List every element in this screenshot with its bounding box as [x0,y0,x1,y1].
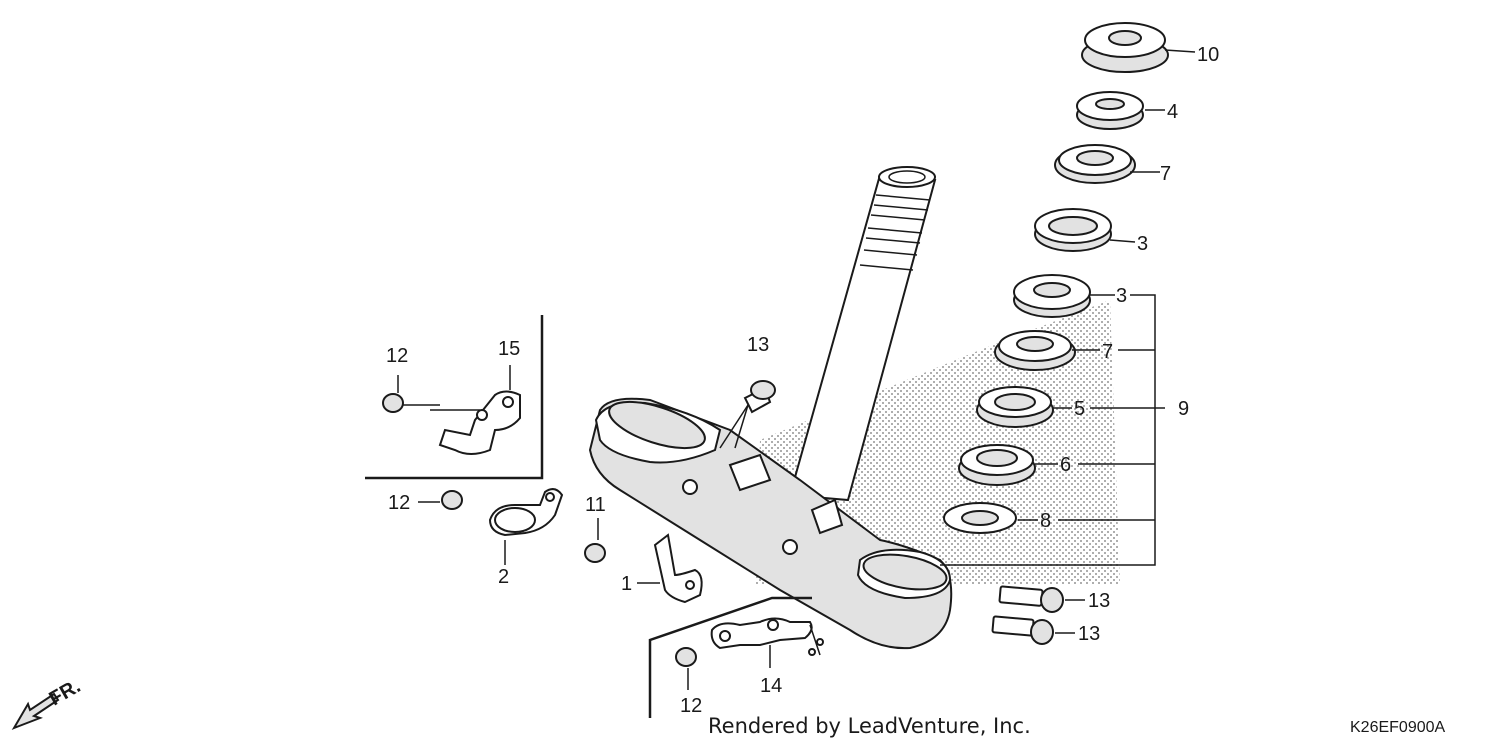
race-3-lower [1013,274,1091,318]
inset-box-lower [648,596,824,718]
inset-box-upper-left [365,315,544,480]
bolt-11 [584,518,606,563]
dust-seal-6 [958,444,1036,486]
callout-13-lower-b: 13 [1078,623,1100,645]
callout-13-top: 13 [747,334,769,356]
callout-9: 9 [1178,398,1189,420]
bolt-13-upper [719,380,776,449]
callout-12-inset: 12 [386,345,408,367]
clamp-2 [418,488,564,565]
race-3-upper [1034,208,1112,252]
stem-nut-10 [1081,22,1169,73]
callout-7-upper: 7 [1160,163,1171,185]
callout-2: 2 [498,566,509,588]
callout-15: 15 [498,338,520,360]
bottom-bridge [588,397,953,650]
callout-13-lower-a: 13 [1088,590,1110,612]
leader-lines-right [940,49,1196,634]
race-5 [976,386,1054,428]
bolt-13-lower-b [991,615,1054,645]
callout-6: 6 [1060,454,1071,476]
callout-3-upper: 3 [1137,233,1148,255]
callout-7-lower: 7 [1102,341,1113,363]
ball-retainer-7-lower [994,330,1076,371]
callout-4: 4 [1167,101,1178,123]
callout-5: 5 [1074,398,1085,420]
dust-seal-4 [1076,91,1144,130]
callout-12-lower: 12 [680,695,702,717]
diagram-code: K26EF0900A [1350,719,1446,736]
front-direction-arrow-icon [11,692,60,730]
callout-1: 1 [621,573,632,595]
ball-retainer-7-upper [1054,144,1136,184]
steering-stem-tube [788,166,937,502]
bracket-1 [637,533,703,604]
callout-8: 8 [1040,510,1051,532]
callout-3-lower: 3 [1116,285,1127,307]
callout-11: 11 [585,494,606,516]
washer-8 [943,502,1017,534]
credit-text: Rendered by LeadVenture, Inc. [708,714,1031,738]
callout-14: 14 [760,675,782,697]
bolt-13-lower-a [998,585,1064,613]
callout-10: 10 [1197,44,1219,66]
callout-12-clamp: 12 [388,492,410,514]
